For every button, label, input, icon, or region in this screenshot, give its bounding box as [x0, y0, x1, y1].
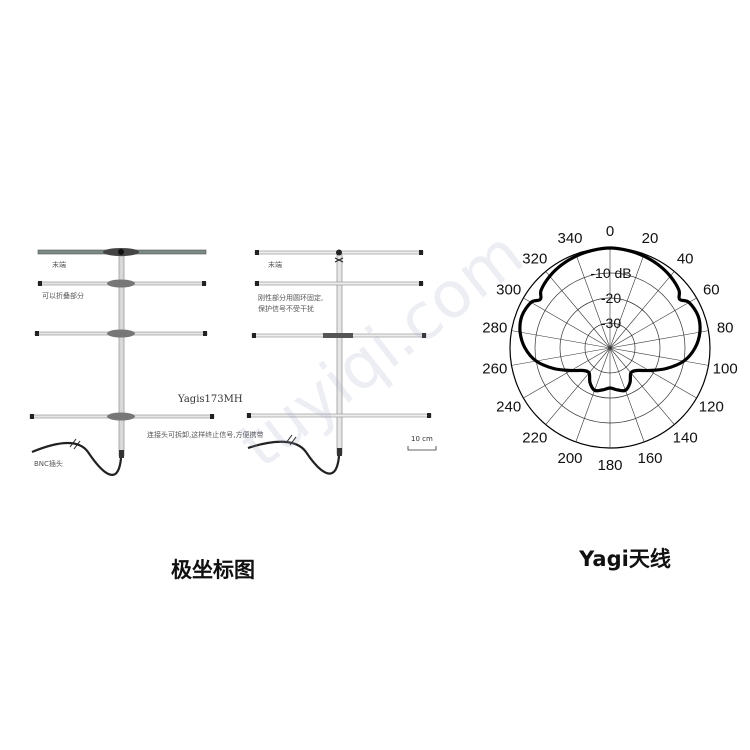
- element-cap: [30, 414, 34, 419]
- angle-label: 40: [677, 250, 694, 267]
- grid-spoke: [511, 347, 611, 366]
- grid-spoke: [609, 271, 675, 349]
- radiation-pattern: [518, 246, 702, 393]
- grid-spoke: [511, 330, 611, 349]
- angle-label: 260: [482, 360, 507, 377]
- scale-bar-label: 10 cm: [411, 435, 433, 443]
- element-cap: [255, 250, 259, 255]
- element-mount: [107, 412, 135, 421]
- label-fixed-note-1: 刚性部分用圆环固定,: [258, 293, 323, 302]
- cable-break-mark: [285, 434, 293, 444]
- element-cap: [35, 331, 39, 336]
- element-cap: [419, 250, 423, 255]
- yagi-drawing-left: 末端 可以折叠部分 BNC插头 Yagis173MH 连接头可拆卸,这样终止信号…: [29, 248, 263, 476]
- element-cap: [38, 281, 42, 286]
- grid-spoke: [609, 347, 697, 399]
- grid-spoke: [545, 271, 611, 349]
- element-mount: [107, 279, 135, 288]
- grid-spoke: [575, 253, 611, 349]
- polar-grid: [509, 247, 711, 449]
- label-model: Yagis173MH: [177, 394, 243, 405]
- angle-label: 280: [482, 320, 507, 337]
- element-cap: [422, 333, 426, 338]
- grid-spoke: [609, 347, 709, 366]
- element-2: [254, 281, 424, 286]
- grid-spoke: [575, 347, 611, 443]
- ring-label: -20: [601, 290, 621, 306]
- bnc-cable: [247, 440, 341, 475]
- cable-break-mark: [73, 440, 81, 450]
- grid-spoke: [609, 347, 675, 425]
- cable-break-mark: [289, 436, 297, 446]
- yagi-drawing-right: 末端 刚性部分用圆环固定, 保护信号不受干扰 10 cm: [246, 249, 437, 475]
- angle-label: 320: [522, 250, 547, 267]
- ring-label: -10 dB: [590, 265, 631, 281]
- caption-left: 极坐标图: [171, 558, 255, 582]
- element-cap: [427, 413, 431, 418]
- angle-label: 60: [703, 282, 720, 299]
- ring-label: -30: [601, 315, 621, 331]
- element-cap: [419, 281, 423, 286]
- angle-label: 80: [717, 320, 734, 337]
- angle-label: 240: [496, 399, 521, 416]
- angle-label: 20: [642, 230, 659, 247]
- grid-spoke: [523, 297, 611, 349]
- label-director: 末端: [52, 260, 66, 269]
- element-cap: [202, 281, 206, 286]
- label-detachable: 连接头可拆卸,这样终止信号,方便携带: [147, 430, 263, 439]
- grid-spoke: [523, 347, 611, 399]
- angle-label: 340: [557, 230, 582, 247]
- element-cap: [203, 331, 207, 336]
- angle-label: 100: [713, 360, 738, 377]
- cable-break-mark: [69, 438, 77, 448]
- element-mount-bolt: [118, 249, 124, 255]
- element-mount: [323, 333, 353, 338]
- grid-spoke: [609, 330, 709, 349]
- angle-label: 220: [522, 430, 547, 447]
- element-cap: [255, 281, 259, 286]
- angle-label: 0: [606, 223, 614, 240]
- watermark: tuyiqi.com: [226, 217, 537, 483]
- connector: [119, 450, 124, 458]
- scale-bar: [407, 446, 437, 451]
- connector: [337, 448, 342, 456]
- element-mount-bolt: [336, 249, 342, 256]
- angle-label: 180: [597, 457, 622, 474]
- angle-label: 200: [557, 450, 582, 467]
- angle-label: 120: [699, 399, 724, 416]
- grid-spoke: [609, 347, 645, 443]
- label-fixed-note-2: 保护信号不受干扰: [258, 304, 314, 313]
- element-cap: [210, 414, 214, 419]
- grid-spoke: [609, 253, 645, 349]
- label-director: 末端: [268, 260, 282, 269]
- angle-label: 300: [496, 282, 521, 299]
- caption-right: Yagi天线: [578, 547, 671, 571]
- bnc-cable: [31, 441, 123, 476]
- element-cap: [247, 413, 251, 418]
- label-foldable: 可以折叠部分: [42, 291, 84, 300]
- angle-label: 160: [637, 450, 662, 467]
- element-mount: [107, 329, 135, 338]
- clamp-mark: [334, 257, 344, 263]
- element-cap: [252, 333, 256, 338]
- angle-label: 140: [673, 430, 698, 447]
- grid-spoke: [609, 297, 697, 349]
- label-bnc: BNC插头: [34, 459, 63, 468]
- grid-spoke: [545, 347, 611, 425]
